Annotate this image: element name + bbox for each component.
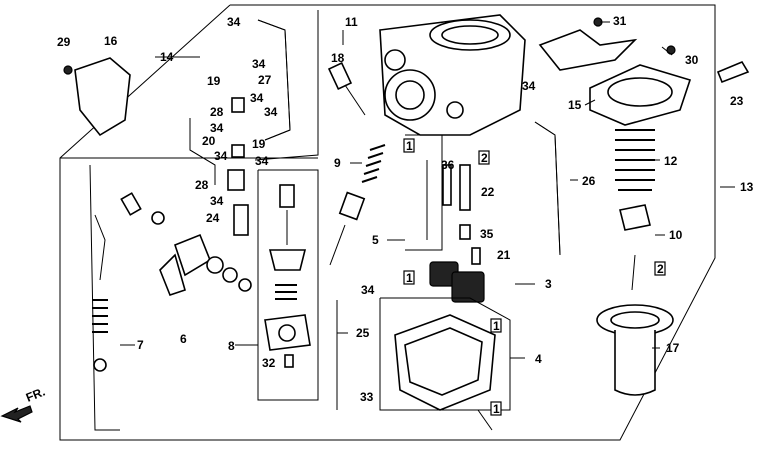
part-6-throttle-lever [120,192,252,296]
part-31-bracket [538,29,638,71]
part-26-hose-inner [534,121,561,256]
carburetor-body [379,14,526,136]
part-22-jet [459,164,471,211]
part-7-group-frame [89,164,120,431]
boxed-marker-1-d-text: 1 [493,402,500,416]
part-8-accelerator-pump [264,184,311,368]
boxed-marker-1-b-text: 1 [406,271,413,285]
callout-5: 5 [372,233,379,247]
part-29-screw [63,65,73,75]
part-18-jet [327,62,366,116]
part-26-hose [534,121,561,256]
callout-12: 12 [664,154,678,168]
callout-34-g: 34 [255,154,269,168]
callout-34-f: 34 [214,149,228,163]
part-4-group-frame [379,297,511,411]
callout-18: 18 [331,51,345,65]
part-10-needle-holder [619,204,651,231]
callout-6: 6 [180,332,187,346]
callout-34-a: 34 [227,15,241,29]
callout-10: 10 [669,228,683,242]
callout-34-j: 34 [522,79,536,93]
callout-31: 31 [613,14,627,28]
part-30-screw [666,45,676,55]
callout-11: 11 [345,15,358,29]
part-8-group-frame [257,169,319,401]
part-24-tube [233,204,249,236]
callout-34-d: 34 [264,105,278,119]
callout-13: 13 [740,180,754,194]
boxed-marker-2-b [654,261,666,276]
callout-29: 29 [57,35,71,49]
callout-17: 17 [666,341,680,355]
part-28-fitting-upper [231,97,245,113]
callout-8: 8 [228,339,235,353]
callout-25: 25 [356,326,370,340]
callout-16: 16 [104,34,118,48]
boxed-marker-1-a [403,138,415,153]
part-36-jet [442,164,452,206]
callout-19-lower: 19 [252,137,266,151]
boxed-marker-2-a [478,150,490,165]
part-19-fitting [231,144,245,158]
callout-4: 4 [535,352,542,366]
callout-20: 20 [202,134,216,148]
part-21-jet [471,247,481,265]
callout-34-h: 34 [210,194,224,208]
part-20-tube-inner [189,118,216,185]
callout-21: 21 [497,248,511,262]
callout-3: 3 [545,277,552,291]
boxed-marker-1-a-text: 1 [406,139,413,153]
part-9-pilot-screw [329,144,386,266]
callout-34-e: 34 [210,121,224,135]
part-16-cover [74,57,131,137]
callout-34-b: 34 [252,57,266,71]
boxed-marker-2-b-text: 2 [657,262,664,276]
part-23-clip [716,60,750,84]
callout-15: 15 [568,98,582,112]
callout-28-upper: 28 [210,105,224,119]
leader-lines [120,21,735,359]
callout-14: 14 [160,50,174,64]
front-direction-arrow [0,405,33,423]
boxed-marker-1-d [490,401,502,416]
callout-30: 30 [685,53,699,67]
part-28-fitting-lower [227,169,245,191]
jet-needle [631,254,636,291]
callout-35: 35 [480,227,494,241]
part-12-spring [615,129,655,191]
part-4-float-bowl [394,314,496,431]
callout-23: 23 [730,94,744,108]
callout-7: 7 [137,338,144,352]
part-5-group-frame [405,134,443,251]
callout-34-c: 34 [250,91,264,105]
boxed-marker-1-c [490,318,502,333]
callout-32: 32 [262,356,276,370]
callout-26: 26 [582,174,596,188]
part-3-float [429,261,485,303]
callout-9: 9 [334,156,341,170]
part-15-top-cover [589,64,692,126]
boxed-marker-1-c-text: 1 [493,319,500,333]
callout-33: 33 [360,390,374,404]
boxed-marker-2-a-text: 2 [481,151,488,165]
front-direction-label: FR. [24,385,47,405]
boxed-marker-1-b [403,270,415,285]
part-17-vacuum-piston [596,304,674,396]
part-35-jet [459,224,471,240]
callout-34-i: 34 [361,283,375,297]
callout-36: 36 [441,158,455,172]
callout-27: 27 [258,73,272,87]
part-7-linkage [92,214,108,372]
callout-24: 24 [206,211,220,225]
part-27-hose-inner [257,19,291,141]
callout-22: 22 [481,185,495,199]
callout-28-lower: 28 [195,178,209,192]
callout-19-upper: 19 [207,74,221,88]
